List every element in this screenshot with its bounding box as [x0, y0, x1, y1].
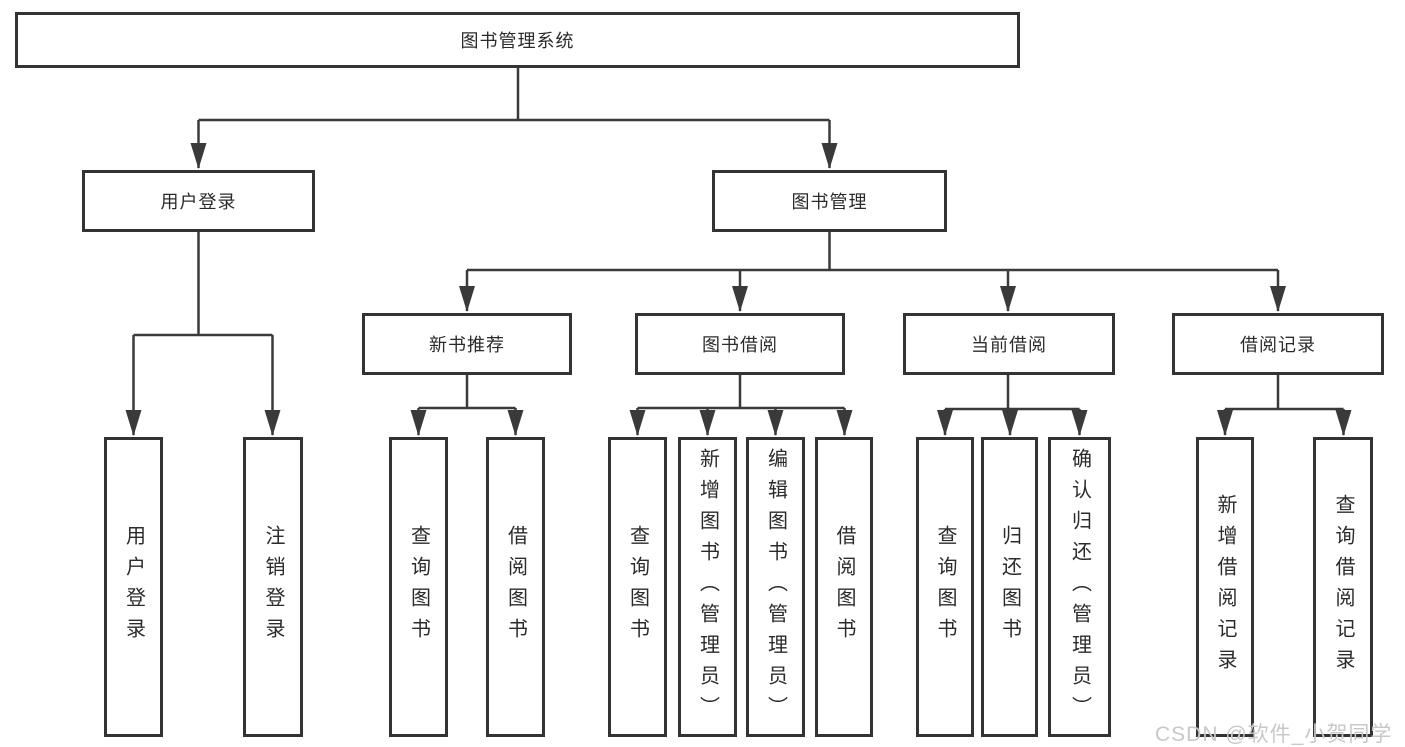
node-label: 借阅图书	[504, 525, 527, 649]
node-current-borrowing: 当前借阅	[903, 313, 1115, 375]
node-label: 图书借阅	[702, 335, 778, 355]
node-label: 用户登录	[122, 525, 145, 649]
node-label: 查询图书	[407, 525, 430, 649]
leaf-query-books-borrow: 查询图书	[608, 437, 667, 737]
leaf-query-books-current: 查询图书	[916, 437, 974, 737]
node-label: 当前借阅	[971, 335, 1047, 355]
connector-current-borrow-bus	[945, 375, 1080, 411]
leaf-logout: 注销登录	[243, 437, 303, 737]
node-new-book-recommendation: 新书推荐	[362, 313, 572, 375]
node-label: 编辑图书（管理员）	[764, 447, 787, 727]
node-label: 确认归还（管理员）	[1068, 447, 1091, 727]
node-label: 图书管理	[791, 192, 868, 212]
node-library-management-system: 图书管理系统	[15, 12, 1020, 68]
connector-book-borrow-bus	[637, 375, 845, 410]
node-label: 注销登录	[262, 525, 284, 649]
leaf-edit-book-admin: 编辑图书（管理员）	[746, 437, 805, 737]
leaf-add-book-admin: 新增图书（管理员）	[678, 437, 737, 737]
node-label: 新增借阅记录	[1214, 494, 1236, 680]
node-label: 新书推荐	[429, 335, 505, 355]
node-book-borrowing: 图书借阅	[635, 313, 845, 375]
node-label: 借阅图书	[833, 525, 855, 649]
leaf-query-books-recommend: 查询图书	[389, 437, 448, 737]
connector-borrow-records-bus	[1225, 375, 1344, 411]
connector-book-management-bus	[467, 232, 1278, 272]
node-label: 查询借阅记录	[1332, 494, 1354, 680]
leaf-add-borrow-record: 新增借阅记录	[1196, 437, 1254, 737]
node-label: 查询图书	[626, 525, 649, 649]
node-label: 归还图书	[998, 525, 1021, 649]
csdn-watermark: CSDN @软件_小贺同学	[1155, 723, 1393, 746]
node-borrowing-records: 借阅记录	[1172, 313, 1384, 375]
node-user-login: 用户登录	[82, 170, 315, 232]
leaf-user-login: 用户登录	[104, 437, 163, 737]
leaf-return-book: 归还图书	[981, 437, 1038, 737]
leaf-borrow-books-recommend: 借阅图书	[486, 437, 545, 737]
leaf-confirm-return-admin: 确认归还（管理员）	[1048, 437, 1111, 737]
node-label: 图书管理系统	[460, 31, 575, 51]
connector-root-bus	[198, 68, 830, 122]
node-label: 借阅记录	[1240, 335, 1316, 355]
node-label: 查询图书	[934, 525, 956, 649]
node-book-management: 图书管理	[712, 170, 947, 232]
connector-user-login-bus	[133, 232, 273, 337]
node-label: 新增图书（管理员）	[696, 447, 719, 727]
connector-new-book-bus	[418, 375, 516, 410]
node-label: 用户登录	[160, 192, 237, 212]
leaf-borrow-books: 借阅图书	[815, 437, 873, 737]
leaf-query-borrow-record: 查询借阅记录	[1313, 437, 1373, 737]
